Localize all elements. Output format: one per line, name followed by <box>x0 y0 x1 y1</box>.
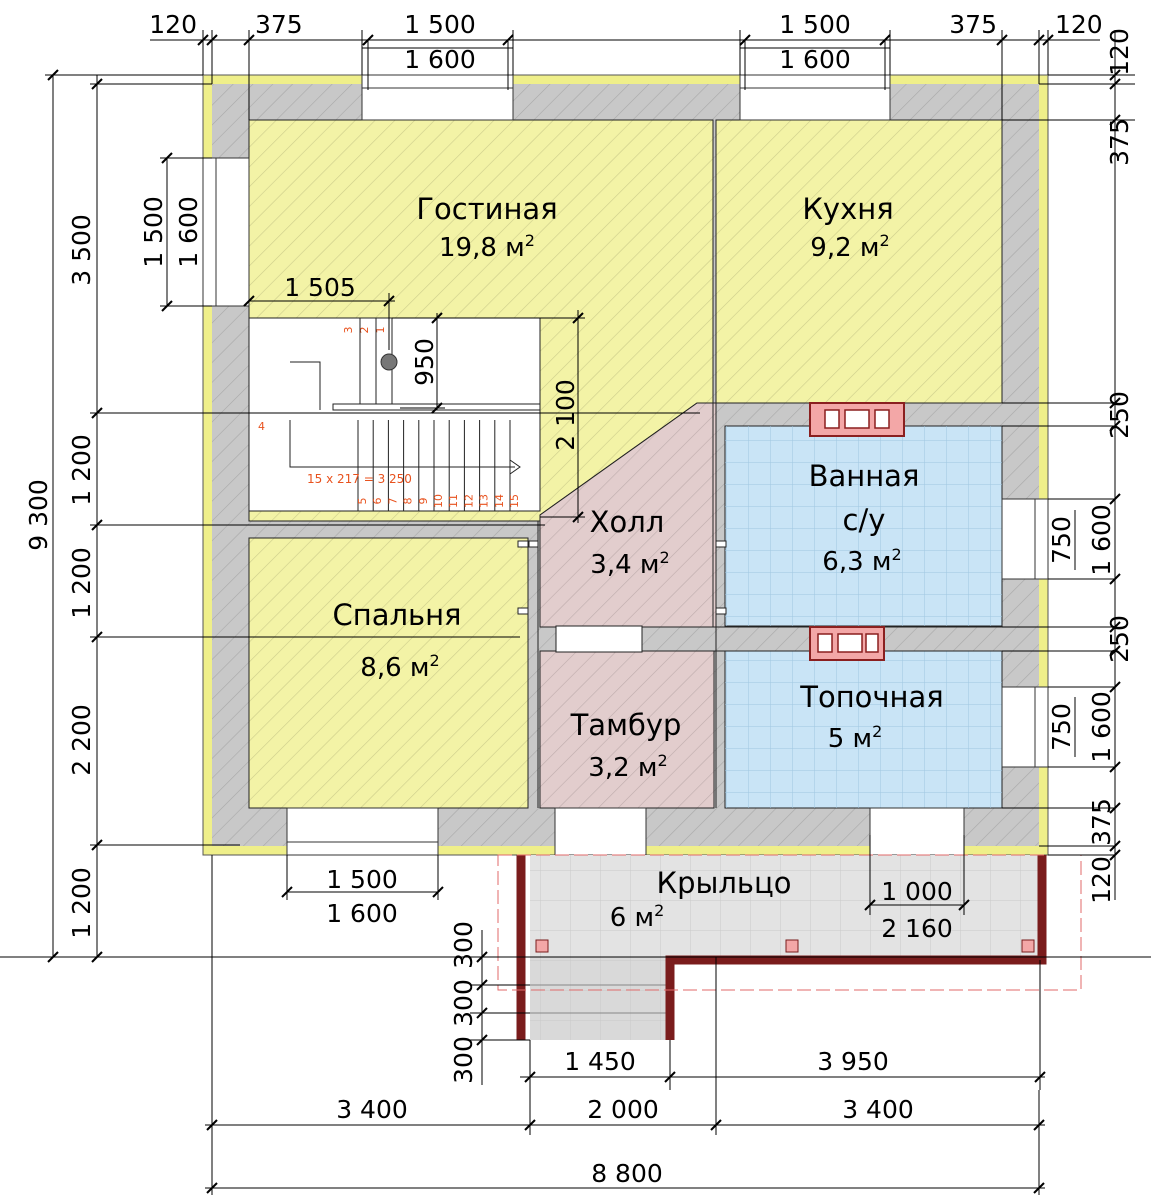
kitchen-name: Кухня <box>802 192 893 226</box>
living-room-area-label: 19,8 м2 <box>439 231 535 263</box>
chimney-icon <box>809 402 905 661</box>
dim-bottom-seg2: 2 000 <box>587 1095 659 1124</box>
dim-top-wall-right: 120 <box>1055 10 1103 39</box>
dim-top-insulation-left: 375 <box>255 10 303 39</box>
dim-right-chimney-1: 250 <box>1105 391 1134 439</box>
bedroom-area-label: 8,6 м2 <box>360 651 439 683</box>
dim-left-seg4: 2 200 <box>67 704 96 776</box>
dim-top-window2-open: 1 500 <box>779 10 851 39</box>
dim-right-window-open-2: 750 <box>1047 703 1076 751</box>
dim-stair-width: 1 505 <box>284 273 356 302</box>
dim-right-wall-top: 120 <box>1105 28 1134 76</box>
dim-porch-door-frame: 2 160 <box>881 914 953 943</box>
dim-right-insulation-bottom: 375 <box>1087 798 1116 846</box>
dim-porch-right: 3 950 <box>817 1047 889 1076</box>
stair-step-1: 1 <box>374 327 387 334</box>
door-icon <box>517 540 727 653</box>
bedroom-name: Спальня <box>332 598 461 632</box>
stair-step-6: 6 <box>371 498 384 505</box>
stair-step-8: 8 <box>402 498 415 505</box>
dim-top-wall-left: 120 <box>149 10 197 39</box>
stair-step-7: 7 <box>386 498 399 505</box>
dim-bottom-seg1: 3 400 <box>336 1095 408 1124</box>
stair-step-13: 13 <box>478 494 491 508</box>
dim-stair-length: 2 100 <box>551 379 580 451</box>
dim-left-total: 9 300 <box>24 479 53 551</box>
dim-porch-door-open: 1 000 <box>881 877 953 906</box>
porch-area-label: 6 м2 <box>610 901 665 933</box>
dim-right-window-frame-1: 1 600 <box>1087 504 1116 576</box>
dim-top-window1-open: 1 500 <box>404 10 476 39</box>
kitchen-area-label: 9,2 м2 <box>810 231 889 263</box>
dim-bottom-window-open: 1 500 <box>326 865 398 894</box>
dim-bottom-seg3: 3 400 <box>842 1095 914 1124</box>
dim-left-seg1: 3 500 <box>67 214 96 286</box>
hall-name: Холл <box>590 505 665 539</box>
dim-porch-step-1: 300 <box>449 921 478 969</box>
dim-left-window-frame: 1 600 <box>174 196 203 268</box>
living-room-name: Гостиная <box>416 192 557 226</box>
room-labels: Гостиная 19,8 м2 Кухня 9,2 м2 Ванная с/у… <box>332 192 943 933</box>
stair-newel <box>380 353 398 371</box>
dim-right-chimney-2: 250 <box>1105 615 1134 663</box>
boiler-room-name: Топочная <box>799 680 943 714</box>
stair-formula: 15 x 217 = 3 250 <box>307 472 412 486</box>
stair-step-9: 9 <box>417 498 430 505</box>
dim-porch-step-3: 300 <box>449 1036 478 1084</box>
dim-bottom-total: 8 800 <box>591 1159 663 1188</box>
dimension-lines: 120 375 1 500 1 600 1 500 1 600 375 120 <box>0 10 1151 1195</box>
porch <box>497 854 1082 1040</box>
dim-porch-step-2: 300 <box>449 979 478 1027</box>
dim-left-seg2: 1 200 <box>67 434 96 506</box>
vestibule-area-label: 3,2 м2 <box>588 751 667 783</box>
dim-top-insulation-right: 375 <box>949 10 997 39</box>
stair-step-4: 4 <box>258 420 265 433</box>
rooms <box>248 119 1003 809</box>
dim-right-wall-bottom: 120 <box>1087 856 1116 904</box>
stair-step-15: 15 <box>508 494 521 508</box>
boiler-room-area-label: 5 м2 <box>828 722 883 754</box>
dim-right-window-frame-2: 1 600 <box>1087 691 1116 763</box>
vestibule-name: Тамбур <box>570 708 682 742</box>
dim-left-seg5: 1 200 <box>67 867 96 939</box>
stair-step-3: 3 <box>342 327 355 334</box>
stair-step-11: 11 <box>447 494 460 508</box>
dim-porch-left: 1 450 <box>564 1047 636 1076</box>
stair-step-10: 10 <box>432 494 445 508</box>
dim-right-window-open-1: 750 <box>1047 516 1076 564</box>
dim-top-window2-frame: 1 600 <box>779 45 851 74</box>
bathroom-name: Ванная <box>809 459 920 493</box>
stair-step-2: 2 <box>358 327 371 334</box>
dim-left-seg3: 1 200 <box>67 547 96 619</box>
dim-right-insulation-top: 375 <box>1105 118 1134 166</box>
window-icon <box>202 74 1049 856</box>
dim-left-window-open: 1 500 <box>139 196 168 268</box>
stair-step-12: 12 <box>462 494 475 508</box>
porch-name: Крыльцо <box>656 866 791 900</box>
dim-top-window1-frame: 1 600 <box>404 45 476 74</box>
stair-step-14: 14 <box>493 494 506 508</box>
bathroom-name-line2: с/у <box>843 503 886 537</box>
hall-area-label: 3,4 м2 <box>590 548 669 580</box>
dim-bottom-window-frame: 1 600 <box>326 899 398 928</box>
dim-stair-landing: 950 <box>410 338 439 386</box>
stair-step-5: 5 <box>356 498 369 505</box>
bathroom-area-label: 6,3 м2 <box>822 545 901 577</box>
